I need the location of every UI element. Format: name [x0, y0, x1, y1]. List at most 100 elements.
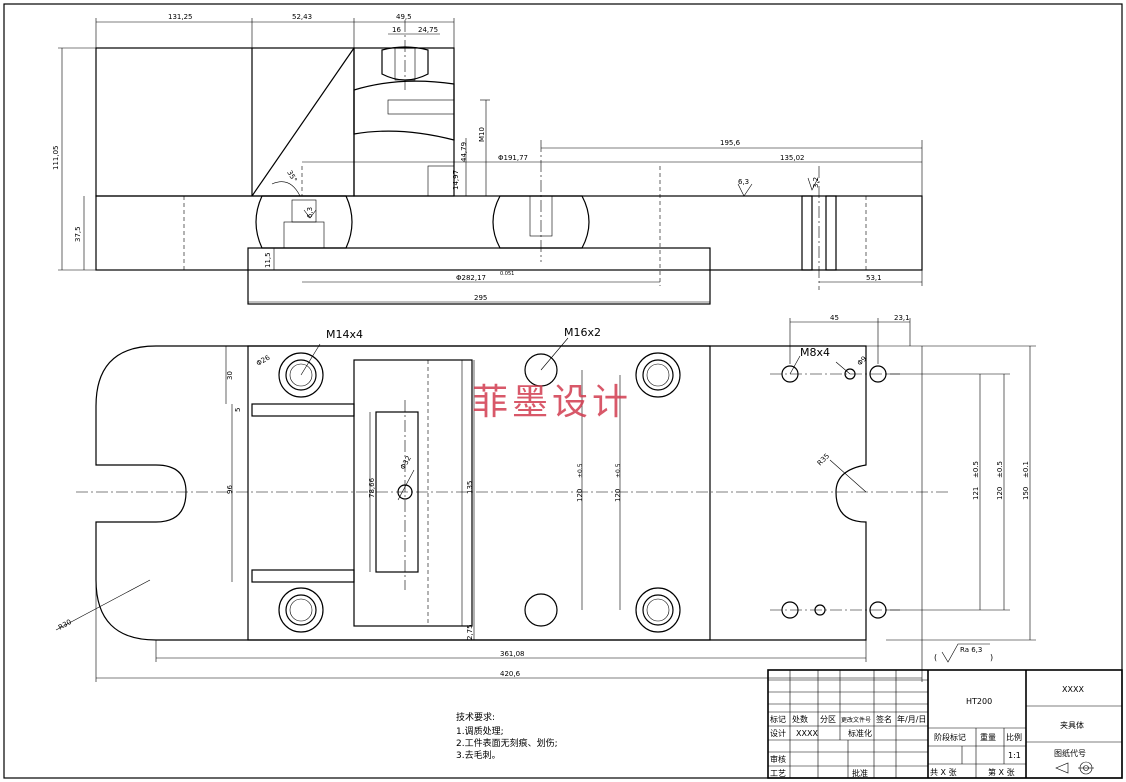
dim-text: R35: [816, 452, 831, 467]
dim-text: 0.051: [500, 271, 514, 277]
dim-text: 52,43: [292, 13, 312, 21]
roughness-symbol: (: [934, 653, 937, 662]
dim-text: 295: [474, 294, 487, 302]
dim-text: 120: [996, 487, 1004, 500]
front-view-dimensions: 131,25 52,43 49,5 16 24,75 111,05 37,5 3…: [52, 13, 882, 302]
dim-text: 195,6: [720, 139, 741, 147]
dim-text: 135,02: [780, 154, 805, 162]
tb-header: 年/月/日: [897, 714, 926, 724]
dim-text: Φ32: [399, 455, 413, 471]
dim-text: Φ282,17: [456, 274, 486, 282]
m16-hole: [524, 593, 558, 627]
part-name: 夹具体: [1060, 720, 1084, 730]
upper-block: [95, 47, 355, 197]
right-slot-b: [825, 195, 837, 271]
plan-view: [55, 318, 1036, 682]
tb-label: 重量: [980, 732, 996, 742]
tb-label: 工艺: [770, 769, 786, 778]
tb-header: 更改文件号: [841, 716, 871, 724]
roughness-value: Ra 6,3: [960, 646, 982, 654]
clamp-section: [353, 80, 455, 141]
m16-hole: [524, 353, 558, 387]
screw-section: [381, 46, 429, 81]
tb-label: 共 X 张: [930, 768, 957, 777]
dim-text: 420,6: [500, 670, 521, 678]
front-view: [58, 18, 923, 305]
dim-text: 37,5: [74, 226, 82, 242]
counterbore-hole: [278, 587, 324, 633]
dim-text: 14,97: [452, 170, 460, 190]
notes-line: 3.去毛刺。: [456, 749, 501, 761]
dim-text: 96: [226, 485, 234, 494]
notes-line: 1.调质处理;: [456, 725, 504, 737]
tb-label: 审核: [770, 754, 786, 764]
tb-label: 批准: [852, 768, 868, 778]
clamp-bar: [353, 359, 473, 627]
left-section: [255, 195, 353, 249]
dim-text: 150: [1022, 487, 1030, 500]
roughness-symbol: ): [990, 653, 993, 662]
dim-text: R30: [57, 618, 73, 632]
tb-label: 第 X 张: [988, 767, 1015, 777]
dim-text: 53,1: [866, 274, 882, 282]
dim-text: 45: [830, 314, 839, 322]
dim-text: 78,66: [368, 477, 376, 498]
dim-text: 131,25: [168, 13, 193, 21]
dim-text: 120: [576, 489, 584, 502]
dim-text: 135: [466, 481, 474, 494]
dim-text: 11,5: [264, 252, 272, 268]
title-block: HT200 XXXX 夹具体 标记 处数 分区 更改文件号 签名 年/月/日 设…: [767, 669, 1123, 779]
tb-header: 签名: [876, 714, 892, 724]
counterbore-hole: [278, 352, 324, 398]
thread-label: M8x4: [800, 346, 830, 359]
notes-title: 技术要求:: [456, 711, 495, 723]
counterbore-hole: [635, 587, 681, 633]
dim-text: 23,1: [894, 314, 910, 322]
dim-text: 3,2: [812, 177, 820, 188]
tb-label: 设计: [770, 728, 786, 738]
dim-text: ±0.5: [972, 461, 980, 478]
pin-hole: [397, 484, 413, 500]
center-section: [492, 195, 590, 249]
drawing-code: XXXX: [1062, 685, 1084, 694]
dim-text: 121: [972, 487, 980, 500]
tb-label: 图纸代号: [1054, 748, 1086, 758]
center-bar: [247, 345, 711, 641]
dim-text: 6,3: [306, 207, 314, 218]
tb-header: 标记: [770, 714, 786, 724]
dim-text: 30: [226, 371, 234, 380]
dim-text: ±0.5: [996, 461, 1004, 478]
dim-text: 5: [234, 408, 242, 412]
dim-text: 111,05: [52, 146, 60, 171]
dim-text: 2,75: [466, 624, 474, 640]
tb-label: 标准化: [848, 728, 872, 738]
tb-label: 阶段标记: [934, 732, 966, 742]
right-slot-a: [801, 195, 813, 271]
clamp-part: [353, 47, 455, 197]
tb-header: 处数: [792, 714, 808, 724]
counterbore-hole: [635, 352, 681, 398]
drawing-frame: [3, 3, 1123, 779]
dim-text: ±0.1: [1022, 461, 1030, 478]
technical-notes: 技术要求: 1.调质处理; 2.工件表面无刻痕、划伤; 3.去毛刺。: [456, 711, 558, 761]
tb-header: 分区: [820, 715, 836, 724]
notes-line: 2.工件表面无刻痕、划伤;: [456, 737, 558, 749]
dim-text: 24,75: [418, 26, 438, 34]
material: HT200: [966, 697, 992, 706]
thread-label: M14x4: [326, 328, 363, 341]
dim-text: Φ26: [255, 353, 272, 367]
dim-text: 120: [614, 489, 622, 502]
tb-value: 1:1: [1008, 751, 1021, 760]
dim-text: 6,3: [738, 178, 749, 186]
tb-label: 比例: [1006, 732, 1022, 742]
dim-text: ±0.5: [577, 463, 584, 478]
chamfer-line: [251, 47, 355, 197]
dim-text: 16: [392, 26, 401, 34]
dim-text: Φ191,77: [498, 154, 528, 162]
dim-text: M10: [478, 127, 486, 142]
dim-text: 49,5: [396, 13, 412, 21]
projection-symbol: [1055, 762, 1069, 774]
dim-text: 361,08: [500, 650, 525, 658]
main-plate: [95, 195, 923, 271]
